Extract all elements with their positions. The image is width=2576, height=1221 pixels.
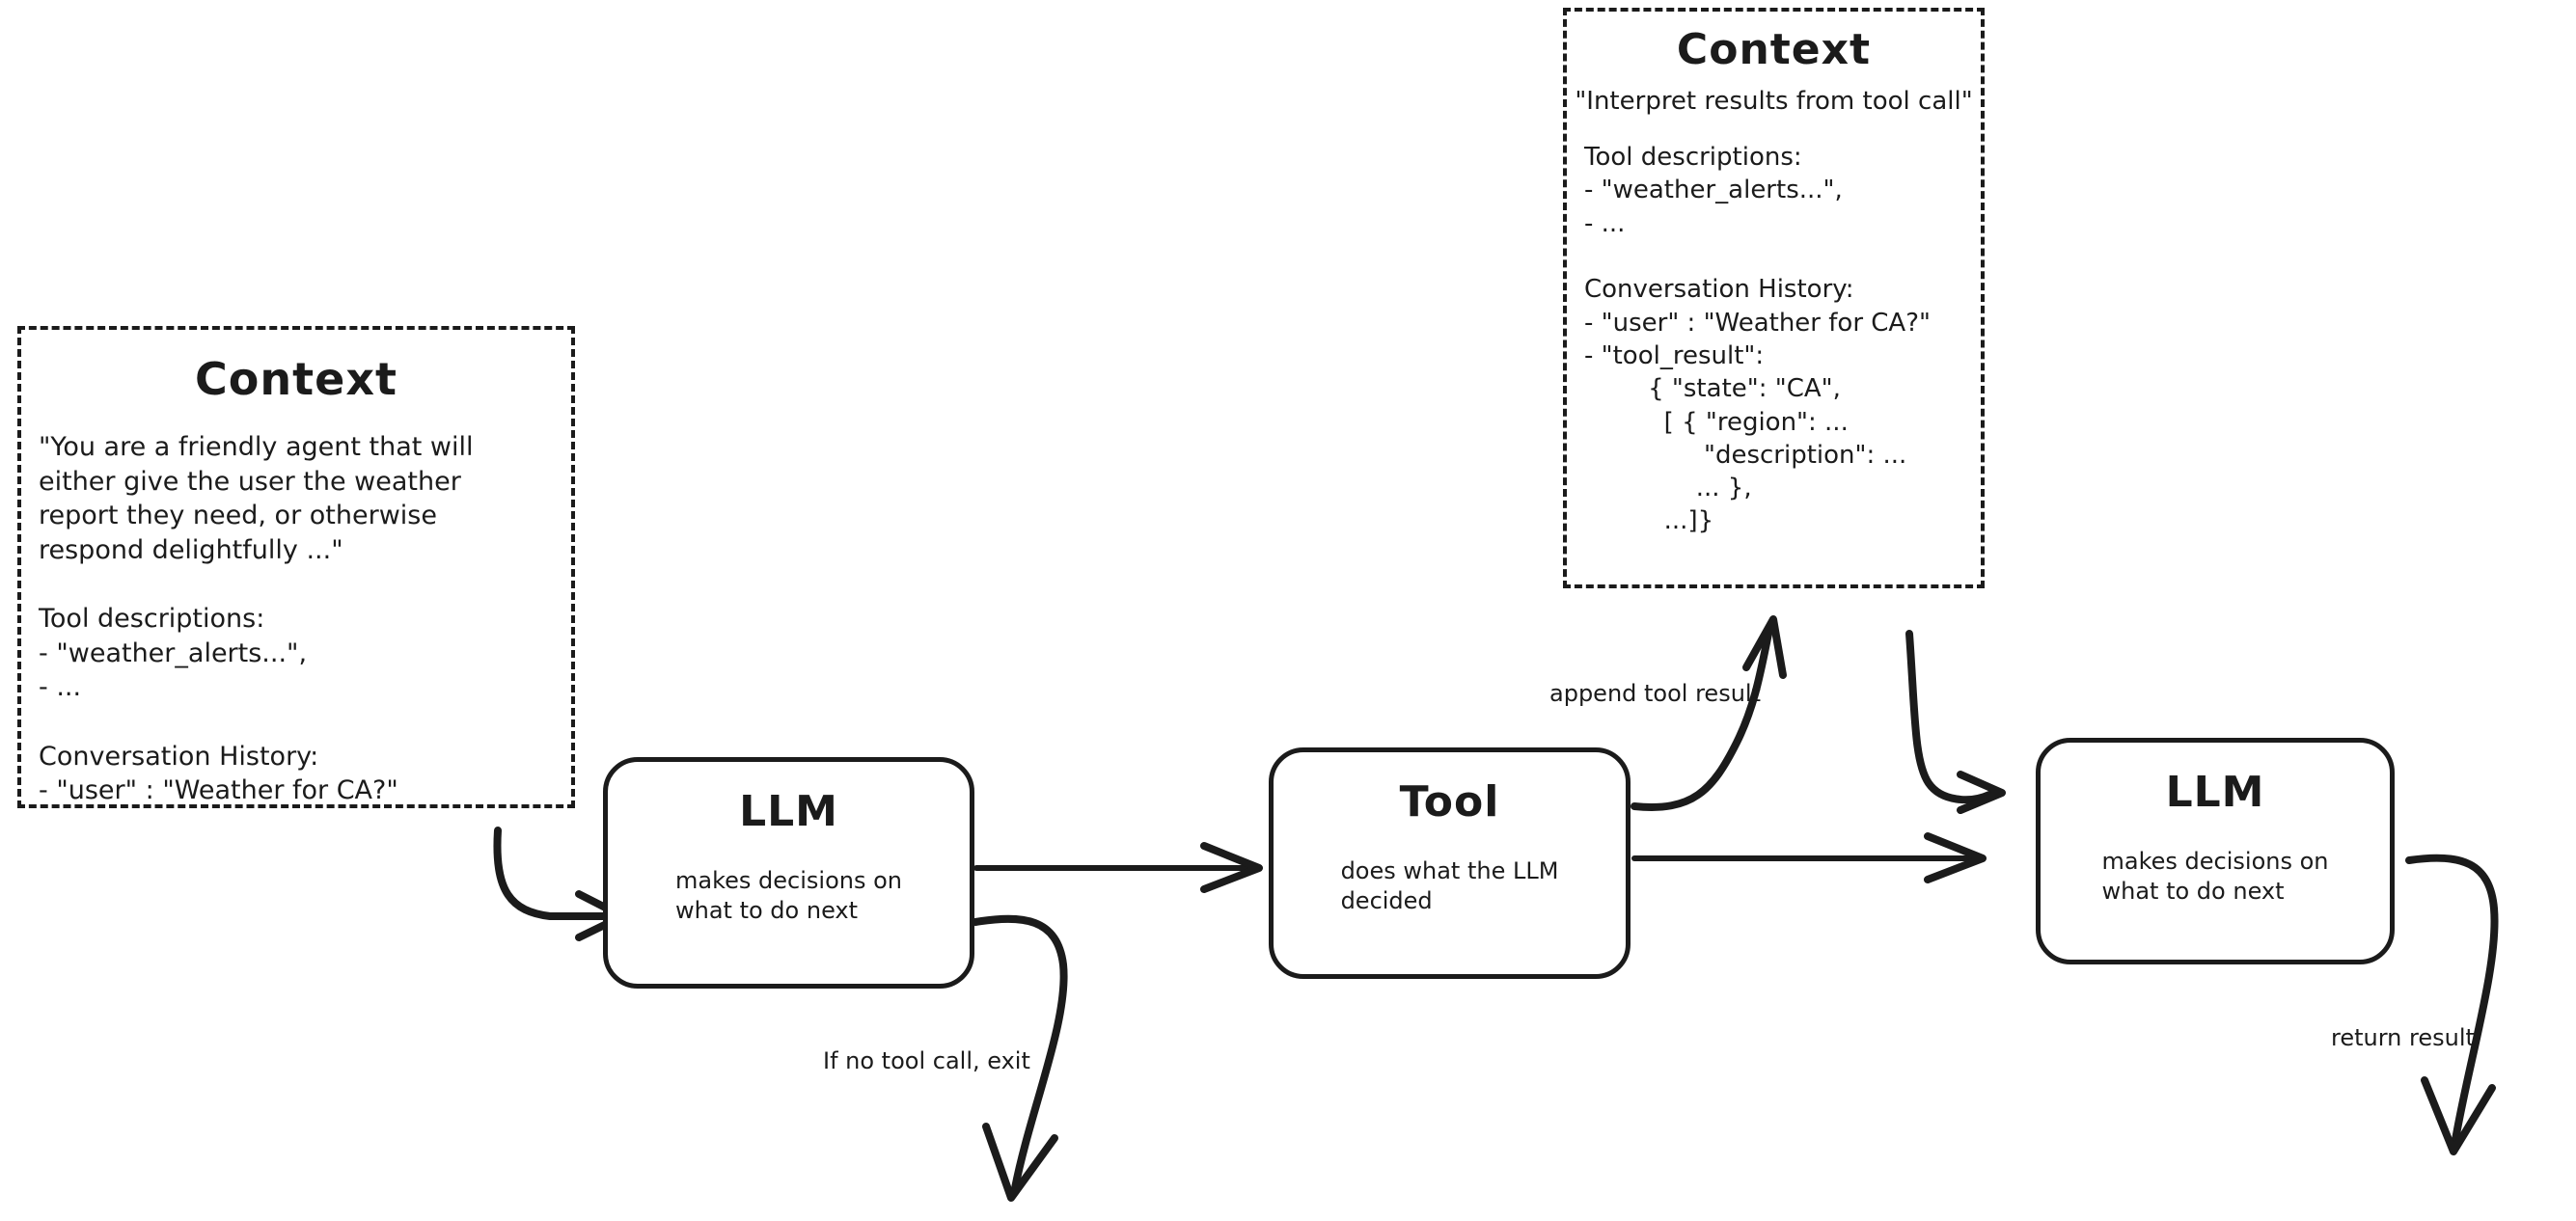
node-llm-first-subtitle: makes decisions on what to do next	[675, 867, 902, 925]
node-llm-first[interactable]: LLM makes decisions on what to do next	[603, 757, 974, 989]
node-tool[interactable]: Tool does what the LLM decided	[1269, 747, 1631, 979]
edge-context-to-llm2	[1905, 630, 2006, 814]
node-llm-second-subtitle: makes decisions on what to do next	[2101, 848, 2329, 906]
context-right-subtitle: "Interpret results from tool call"	[1575, 87, 1973, 116]
edge-label-return-result: return result	[2331, 1024, 2475, 1051]
context-right-body: Tool descriptions: - "weather_alerts..."…	[1584, 143, 1931, 536]
node-tool-subtitle: does what the LLM decided	[1340, 857, 1559, 915]
context-left-body: "You are a friendly agent that will eith…	[39, 432, 474, 806]
context-right-title: Context	[1676, 25, 1872, 74]
context-box-right: Context "Interpret results from tool cal…	[1563, 8, 1985, 588]
context-box-left: Context "You are a friendly agent that w…	[17, 326, 575, 808]
node-tool-title: Tool	[1399, 777, 1500, 827]
node-llm-second-title: LLM	[2165, 768, 2265, 817]
edge-label-append-tool-result: append tool result	[1549, 680, 1761, 707]
edge-label-if-no-tool-call-exit: If no tool call, exit	[823, 1047, 1030, 1074]
edge-tool-append-result	[1631, 615, 1787, 811]
context-left-title: Context	[195, 353, 397, 405]
node-llm-second[interactable]: LLM makes decisions on what to do next	[2036, 738, 2395, 964]
edge-llm2-return	[2405, 854, 2499, 1155]
edge-tool-to-llm2	[1631, 832, 1987, 883]
edge-llm1-to-tool	[973, 842, 1263, 893]
node-llm-first-title: LLM	[739, 787, 838, 836]
